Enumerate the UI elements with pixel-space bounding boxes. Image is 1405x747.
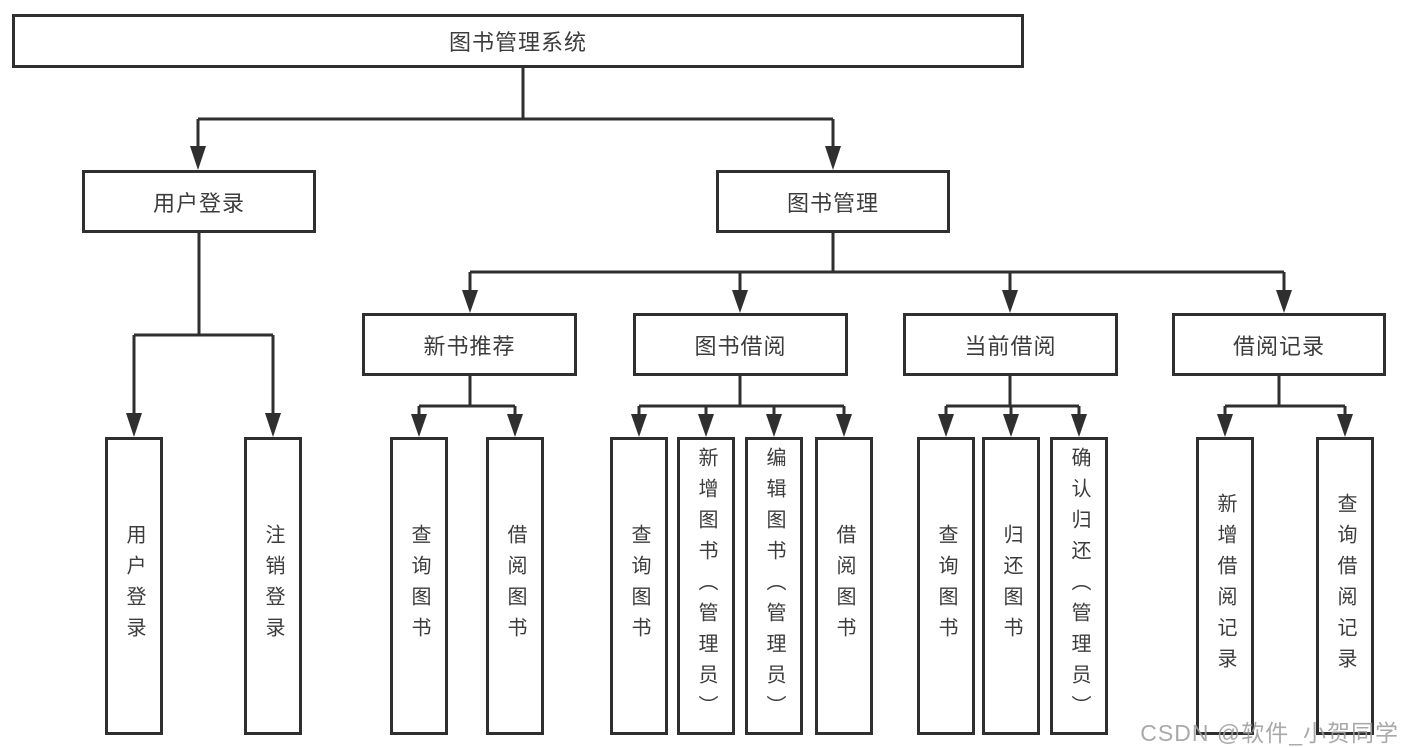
leaf-records-query-record: 查询借阅记录 (1316, 437, 1374, 735)
leaf-borrow-borrow-books: 借阅图书 (815, 437, 873, 735)
node-current-borrowing: 当前借阅 (903, 313, 1118, 376)
leaf-borrow-query-books: 查询图书 (610, 437, 668, 735)
leaf-user-login: 用户登录 (105, 437, 163, 735)
leaf-borrow-edit-books-admin: 编辑图书（管理员） (745, 437, 803, 735)
node-user-login: 用户登录 (82, 170, 316, 233)
leaf-records-add-record: 新增借阅记录 (1196, 437, 1254, 735)
leaf-newrec-query-books: 查询图书 (390, 437, 448, 735)
leaf-current-query-books: 查询图书 (917, 437, 975, 735)
node-book-borrowing: 图书借阅 (633, 313, 848, 376)
leaf-borrow-add-books-admin: 新增图书（管理员） (677, 437, 735, 735)
node-root-library-system: 图书管理系统 (12, 14, 1024, 68)
leaf-logout: 注销登录 (244, 437, 302, 735)
node-borrowing-records: 借阅记录 (1172, 313, 1386, 376)
csdn-watermark: CSDN @软件_小贺同学 (1140, 720, 1399, 746)
node-book-management: 图书管理 (716, 170, 950, 233)
leaf-newrec-borrow-books: 借阅图书 (486, 437, 544, 735)
arrowheads (126, 146, 1353, 437)
leaf-current-confirm-return-admin: 确认归还（管理员） (1050, 437, 1108, 735)
node-new-book-recommend: 新书推荐 (362, 313, 577, 376)
leaf-current-return-books: 归还图书 (982, 437, 1040, 735)
